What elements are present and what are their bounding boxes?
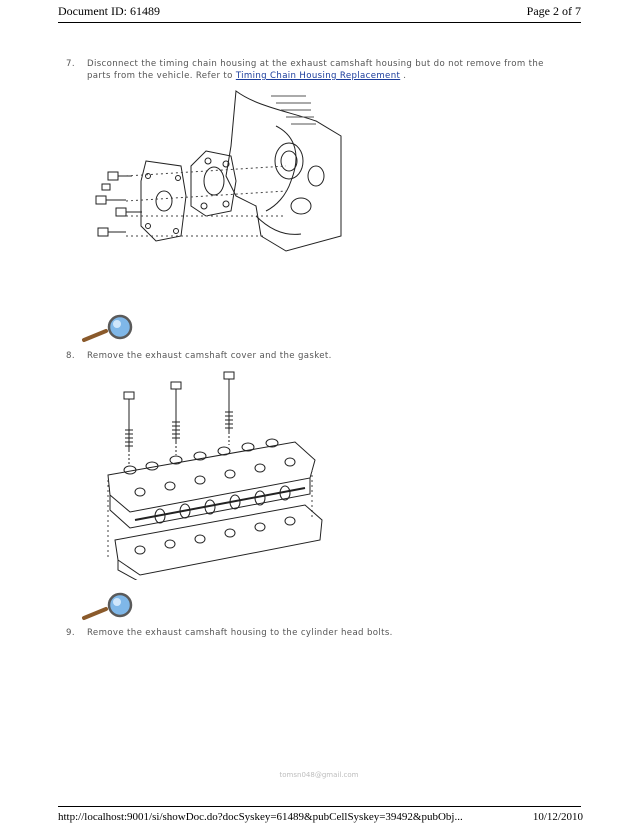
- step-number: 9.: [66, 628, 75, 638]
- step-number: 8.: [66, 351, 75, 361]
- step-number: 7.: [66, 59, 75, 69]
- step-text: Remove the exhaust camshaft housing to t…: [87, 628, 393, 638]
- step-text-part: Disconnect the timing chain housing at t…: [87, 59, 544, 81]
- header-divider: [58, 22, 581, 23]
- document-id: Document ID: 61489: [58, 4, 160, 18]
- step-text-part: .: [400, 71, 407, 81]
- step-text: Remove the exhaust camshaft cover and th…: [87, 351, 332, 361]
- timing-chain-housing-link[interactable]: Timing Chain Housing Replacement: [235, 71, 401, 81]
- footer-date: 10/12/2010: [532, 811, 583, 823]
- timing-chain-housing-illustration: [95, 90, 342, 252]
- camshaft-cover-illustration: [107, 371, 323, 580]
- watermark: tomsn048@gmail.com: [279, 771, 359, 779]
- page-number: Page 2 of 7: [526, 4, 581, 18]
- zoom-magnifier-icon[interactable]: [80, 592, 136, 622]
- step-text: Disconnect the timing chain housing at t…: [87, 58, 567, 82]
- footer-divider: [58, 806, 581, 807]
- zoom-magnifier-icon[interactable]: [80, 314, 136, 344]
- footer-url: http://localhost:9001/si/showDoc.do?docS…: [58, 811, 463, 823]
